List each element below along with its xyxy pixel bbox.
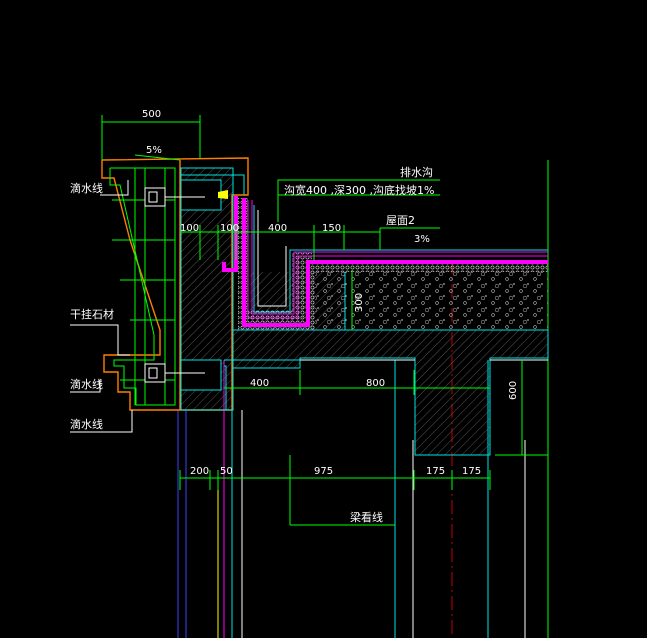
dim-50: 50 <box>220 466 233 477</box>
label-dry-hang-stone: 干挂石材 <box>70 307 114 321</box>
dim-975: 975 <box>314 466 333 477</box>
dim-800: 800 <box>366 378 385 389</box>
dim-400-top: 400 <box>268 223 287 234</box>
label-drip-line-top: 滴水线 <box>70 181 103 195</box>
label-top-slope: 5% <box>146 145 162 156</box>
label-gutter-spec: 沟宽400 ,深300 ,沟底找坡1% <box>284 183 434 197</box>
label-drip-line-bottom: 滴水线 <box>70 417 103 431</box>
label-roof-slope: 3% <box>414 234 430 245</box>
dim-150: 150 <box>322 223 341 234</box>
dim-400-mid: 400 <box>250 378 269 389</box>
dim-100-b: 100 <box>220 223 239 234</box>
dim-600: 600 <box>508 381 519 400</box>
annotations: 滴水线 干挂石材 滴水线 滴水线 排水沟 沟宽400 ,深300 ,沟底找坡1%… <box>70 109 519 524</box>
dimension-lines <box>70 115 548 526</box>
label-beam-line: 梁看线 <box>350 510 383 524</box>
dim-175-a: 175 <box>426 466 445 477</box>
label-roof-surface: 屋面2 <box>386 214 415 227</box>
dim-175-b: 175 <box>462 466 481 477</box>
dim-500: 500 <box>142 109 161 120</box>
dim-300: 300 <box>354 293 365 312</box>
label-drain-gutter: 排水沟 <box>400 165 433 179</box>
label-drip-line-mid: 滴水线 <box>70 377 103 391</box>
dim-200: 200 <box>190 466 209 477</box>
cornice-section <box>101 157 249 411</box>
roof-slab <box>222 196 549 456</box>
dim-100-a: 100 <box>180 223 199 234</box>
